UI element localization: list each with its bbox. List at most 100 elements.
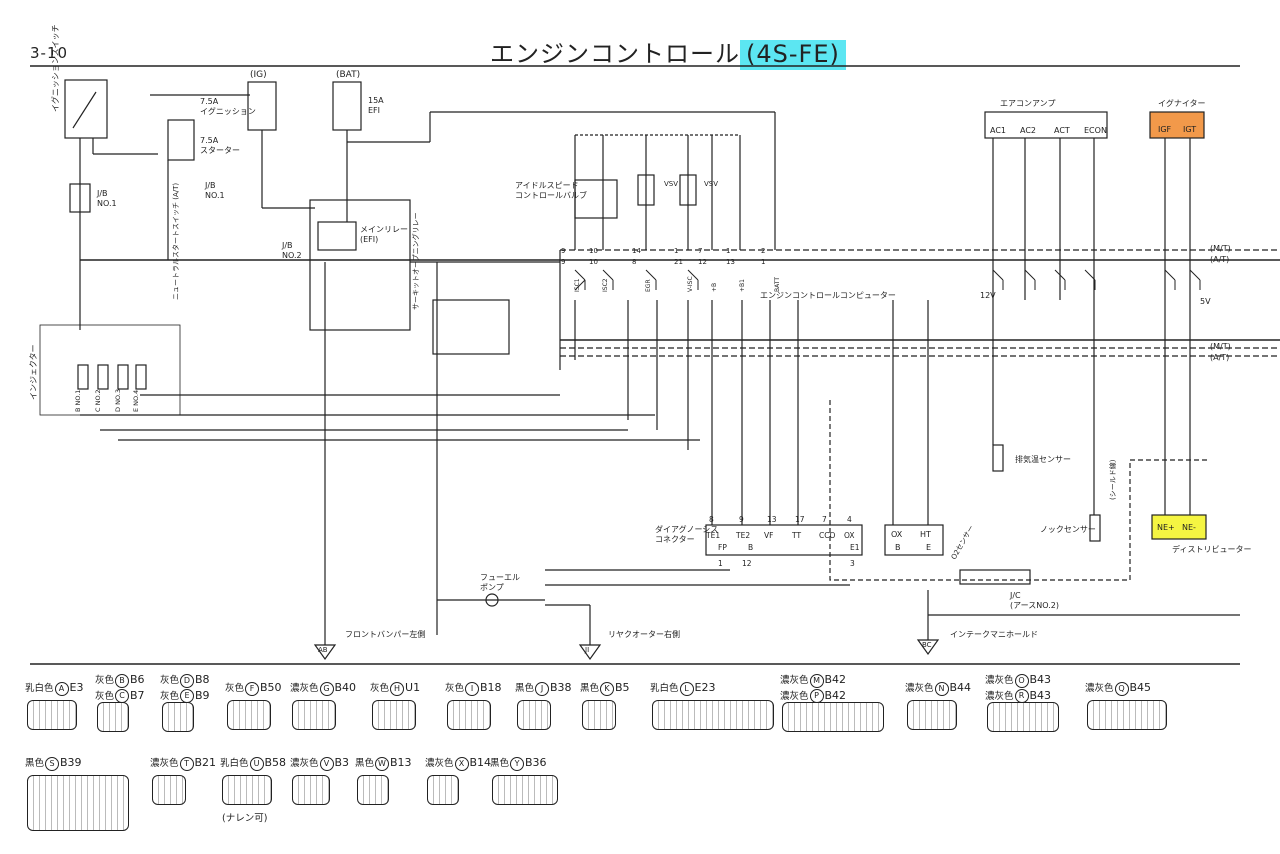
connector-g-shape: [292, 700, 336, 730]
injector-coil: [135, 364, 147, 390]
connector-de-shape: [162, 702, 194, 732]
o2-e: E: [926, 543, 931, 552]
diag-pin-top: 4: [847, 515, 852, 524]
connector-letter: H: [390, 681, 405, 696]
injector-label-3: D NO.3: [114, 389, 122, 412]
fuse-efi-amp: 15A: [368, 96, 384, 105]
diag-pin-top: 17: [795, 515, 805, 524]
efi-fuse-box: [332, 81, 362, 131]
connector-letter: D: [180, 673, 195, 688]
shield-label: (シールド線): [1108, 459, 1117, 500]
diag-term-top: CCO: [819, 531, 835, 540]
connector-q-shape: [1087, 700, 1167, 730]
ecu-pin-mt: 1: [674, 247, 678, 255]
connector-color: 黒色: [355, 758, 375, 769]
ecu-pin-at: 10: [589, 258, 598, 266]
knock-sensor: [1089, 514, 1101, 542]
ground-ab-code: AB: [318, 646, 328, 654]
diag-name: ダイアグノーシス: [655, 524, 718, 534]
connector-color: 濃灰色: [150, 758, 179, 769]
connector-code: B13: [390, 756, 412, 769]
page-title: エンジンコントロール(4S-FE): [490, 34, 846, 70]
idle-valve-sub: コントロールバルブ: [515, 190, 587, 200]
ground-ab-name: フロントバンパー左側: [345, 629, 425, 639]
jb1-b-name: J/B: [204, 181, 216, 190]
ecu-name: エンジンコントロールコンピューター: [760, 291, 896, 300]
igniter-box: [1149, 111, 1205, 139]
connector-code: B7: [130, 688, 145, 702]
connector-color: 灰色: [95, 690, 115, 702]
connector-code: B21: [194, 756, 217, 769]
diag-term-top: TT: [791, 531, 801, 540]
ground-ji-name: リヤクオーター右側: [608, 629, 680, 639]
connector-color: 黒色: [515, 683, 535, 694]
connector-x-shape: [427, 775, 459, 805]
fuse-starter-box: [167, 119, 195, 161]
idle-valve-box: [574, 179, 618, 219]
diag-pin-top: 9: [739, 515, 744, 524]
connector-a-shape: [27, 700, 77, 730]
connector-color: 乳白色: [25, 683, 54, 694]
ecu-pin-mt: 1: [726, 247, 730, 255]
connector-code: B58: [264, 756, 287, 769]
connector-t-shape: [152, 775, 186, 805]
injector-label-2: C NO.2: [94, 389, 102, 412]
exhaust-temp-sensor: [992, 444, 1004, 472]
connector-color: 濃灰色: [425, 758, 454, 769]
ecu-pin-at: 13: [726, 258, 735, 266]
connector-code: B18: [480, 681, 502, 694]
igniter-igt: IGT: [1183, 125, 1196, 134]
fuse-efi-name: EFI: [368, 106, 380, 115]
diag-pin-bottom: 1: [718, 559, 723, 568]
connector-code: B43: [1029, 673, 1052, 686]
connector-letter: Y: [510, 756, 525, 771]
diag-term-bottom: E1: [850, 543, 860, 552]
aircon-amp-name: エアコンアンプ: [1000, 99, 1055, 108]
connector-code: B42: [824, 673, 847, 686]
fuse-ign-amp: 7.5A: [200, 97, 219, 106]
injector-label-1: B NO.1: [74, 390, 82, 412]
connector-code: B38: [550, 681, 572, 694]
connector-bc-shape: [97, 702, 129, 732]
connector-code: B5: [615, 681, 630, 694]
connector-color: 灰色: [160, 675, 180, 686]
connector-note: (ナレン可): [222, 813, 268, 824]
ecu-signal-label: +B: [711, 283, 718, 292]
ecu-pin-mt: 14: [632, 247, 641, 255]
ecu-pin-at: 8: [632, 258, 636, 266]
jb2-box: [309, 199, 411, 331]
connector-i-shape: [447, 700, 491, 730]
connector-color: 濃灰色: [985, 675, 1014, 686]
ecu-transistors: [574, 269, 1201, 291]
connector-color: 灰色: [95, 675, 115, 686]
ecu-pin-mt: 10: [589, 247, 598, 255]
v5-label: 5V: [1200, 297, 1211, 306]
ecu-pin-mt: 2: [761, 247, 765, 255]
igniter-igf: IGF: [1158, 125, 1172, 134]
diag-pin-top: 13: [767, 515, 777, 524]
fuel-pump-name: フューエル: [480, 573, 520, 582]
connector-letter: J: [535, 681, 550, 696]
o2-name: O2センサー: [950, 524, 976, 561]
connector-color: 濃灰色: [290, 758, 319, 769]
jc-name: J/C: [1009, 591, 1021, 600]
mt-label-2: (M/T): [1210, 342, 1231, 351]
connector-color: 濃灰色: [905, 683, 934, 694]
injector-coil: [77, 364, 89, 390]
ignition-switch-label: イグニッションスイッチ: [50, 24, 60, 112]
main-relay-name: メインリレー: [360, 225, 408, 234]
jc-sub: (アースNO.2): [1010, 601, 1059, 610]
connector-letter: F: [245, 681, 260, 696]
connector-color: 濃灰色: [780, 690, 809, 702]
ecu-pin-mt: 9: [561, 247, 565, 255]
